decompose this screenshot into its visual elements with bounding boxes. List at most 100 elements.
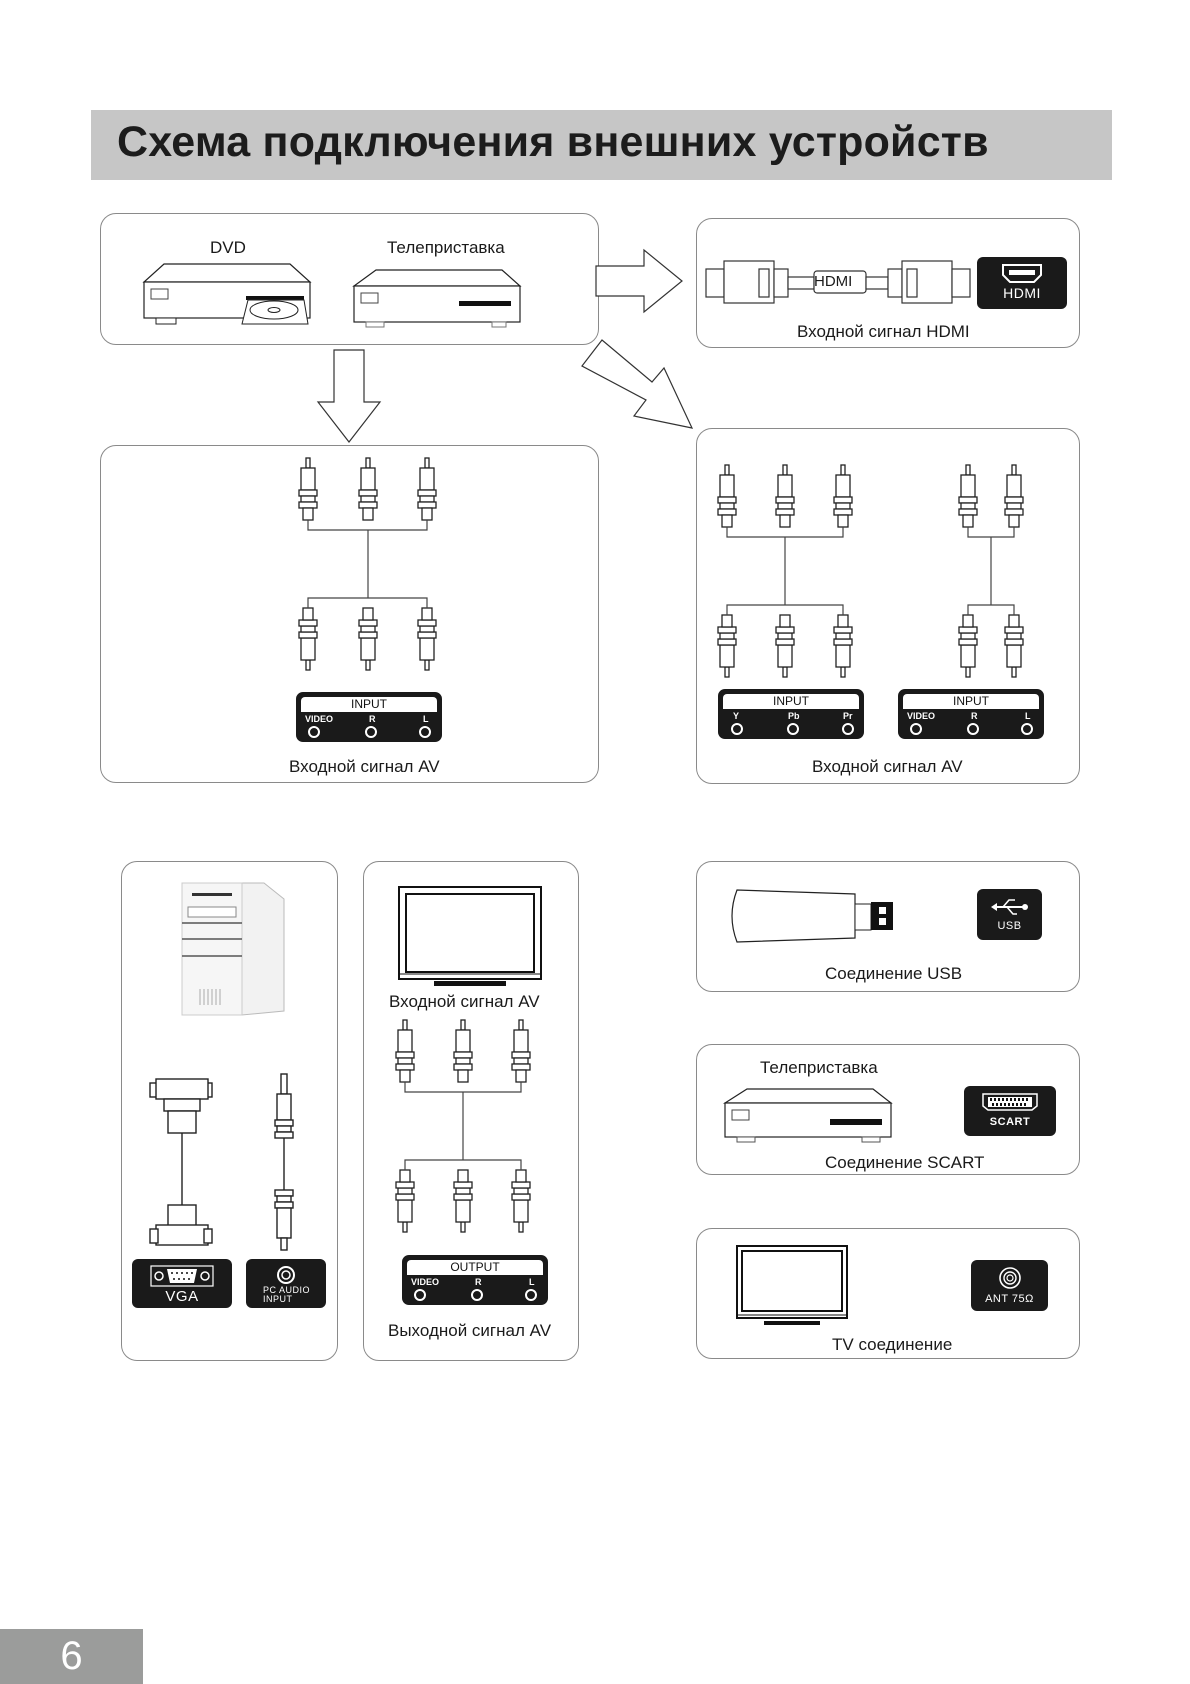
out-r-jack[interactable] (471, 1289, 483, 1301)
title-bar (91, 110, 1112, 180)
port-label-video: VIDEO (305, 714, 334, 724)
av-output-caption: Выходной сигнал AV (388, 1321, 552, 1340)
rca-plug-top (775, 464, 795, 528)
antenna-port[interactable]: ANT 75Ω (971, 1260, 1048, 1311)
component-cable-icon (717, 464, 853, 678)
port-label-l: L (423, 714, 429, 724)
tv-icon (736, 1245, 848, 1325)
pc-tower-icon (181, 882, 285, 1016)
port-label-r-right: R (971, 711, 978, 721)
arrow-right-icon (595, 248, 683, 314)
cable-splitter-bottom (307, 597, 428, 608)
scart-port[interactable]: SCART (964, 1086, 1056, 1136)
rca-plug-bottom (395, 1169, 415, 1233)
av-right-header: INPUT (903, 694, 1039, 709)
rca-plug-top (511, 1019, 531, 1083)
rca-plug-bottom (453, 1169, 473, 1233)
cable-splitter-top (404, 1082, 522, 1093)
usb-icon (991, 899, 1028, 915)
av-output-header: OUTPUT (407, 1260, 543, 1275)
hdmi-cable-icon (705, 260, 971, 304)
usb-caption: Соединение USB (825, 964, 963, 983)
vga-port-icon (150, 1265, 214, 1287)
cable-splitter-top (307, 520, 428, 531)
pr-jack[interactable] (842, 723, 854, 735)
arrow-diagonal-icon (581, 339, 694, 429)
set-top-box-icon (352, 269, 522, 328)
dvd-label: DVD (210, 238, 246, 257)
dvd-player-icon (142, 263, 312, 325)
port-label-r: R (369, 714, 376, 724)
rca-plug-bottom (1004, 614, 1024, 678)
scart-set-top-box-icon (722, 1088, 893, 1143)
cable-splitter-top (967, 527, 1015, 538)
video-jack[interactable] (308, 726, 320, 738)
r-jack-right[interactable] (967, 723, 979, 735)
r-jack[interactable] (365, 726, 377, 738)
ypbpr-header: INPUT (723, 694, 859, 709)
pb-jack[interactable] (787, 723, 799, 735)
out-l-jack[interactable] (525, 1289, 537, 1301)
hdmi-port-icon (1002, 264, 1042, 283)
av-output-cable-icon (395, 1019, 531, 1233)
l-jack[interactable] (419, 726, 431, 738)
rca-plug-bottom (417, 607, 437, 671)
port-label-y: Y (733, 711, 740, 721)
component-av-caption: Входной сигнал AV (812, 757, 963, 776)
usb-port-label: USB (997, 920, 1022, 932)
pc-audio-port[interactable]: PC AUDIO INPUT (246, 1259, 326, 1308)
port-label-l-right: L (1025, 711, 1031, 721)
rca-plug-bottom (717, 614, 737, 678)
pc-audio-label-1: PC AUDIO (263, 1285, 311, 1295)
out-video-jack[interactable] (414, 1289, 426, 1301)
rca-plug-bottom (958, 614, 978, 678)
y-jack[interactable] (731, 723, 743, 735)
vga-cable-icon (149, 1078, 213, 1246)
antenna-port-label: ANT 75Ω (985, 1293, 1034, 1305)
av-input-header: INPUT (301, 697, 437, 712)
rca-plug-top (298, 457, 318, 521)
rca-plug-bottom (833, 614, 853, 678)
rca-cable-icon (298, 457, 437, 671)
page-number-bar (0, 1629, 143, 1684)
rca-plug-bottom (775, 614, 795, 678)
rca-plug-top (453, 1019, 473, 1083)
rca-plug-bottom (298, 607, 318, 671)
hdmi-port[interactable]: HDMI (977, 257, 1067, 309)
cable-splitter-top (726, 527, 844, 538)
hdmi-port-label: HDMI (1003, 285, 1041, 301)
cable-splitter-bottom (726, 604, 844, 615)
rca-plug-top (958, 464, 978, 528)
usb-flash-drive-icon (731, 889, 893, 943)
av-output-jack-panel: OUTPUT VIDEO R L (402, 1255, 548, 1305)
hdmi-cable-label: HDMI (814, 273, 853, 290)
out-label-video: VIDEO (411, 1277, 440, 1287)
port-label-pb: Pb (788, 711, 800, 721)
l-jack-right[interactable] (1021, 723, 1033, 735)
pc-audio-jack-icon (277, 1266, 295, 1284)
rca-plug-top (358, 457, 378, 521)
av-jack-panel-right: INPUT VIDEO R L (898, 689, 1044, 739)
rca-plug-bottom (358, 607, 378, 671)
rca-plug-top (417, 457, 437, 521)
cable-splitter-bottom (404, 1159, 522, 1170)
rca-plug-bottom (511, 1169, 531, 1233)
av-input-jack-panel: INPUT VIDEO R L (296, 692, 442, 742)
out-label-l: L (529, 1277, 535, 1287)
ypbpr-jack-panel: INPUT Y Pb Pr (718, 689, 864, 739)
usb-port[interactable]: USB (977, 889, 1042, 940)
hdmi-caption: Входной сигнал HDMI (797, 322, 970, 341)
stb-label: Телеприставка (387, 238, 505, 257)
vga-label: VGA (165, 1288, 199, 1305)
vga-port[interactable]: VGA (132, 1259, 232, 1308)
av-stereo-cable-icon (958, 464, 1024, 678)
port-label-pr: Pr (843, 711, 853, 721)
rca-plug-top (717, 464, 737, 528)
out-label-r: R (475, 1277, 482, 1287)
rca-plug-top (395, 1019, 415, 1083)
scart-port-icon (982, 1093, 1038, 1111)
video-jack-right[interactable] (910, 723, 922, 735)
pc-audio-label-2: INPUT (263, 1294, 293, 1304)
av-input-caption: Входной сигнал AV (289, 757, 440, 776)
scart-caption: Соединение SCART (825, 1153, 985, 1172)
